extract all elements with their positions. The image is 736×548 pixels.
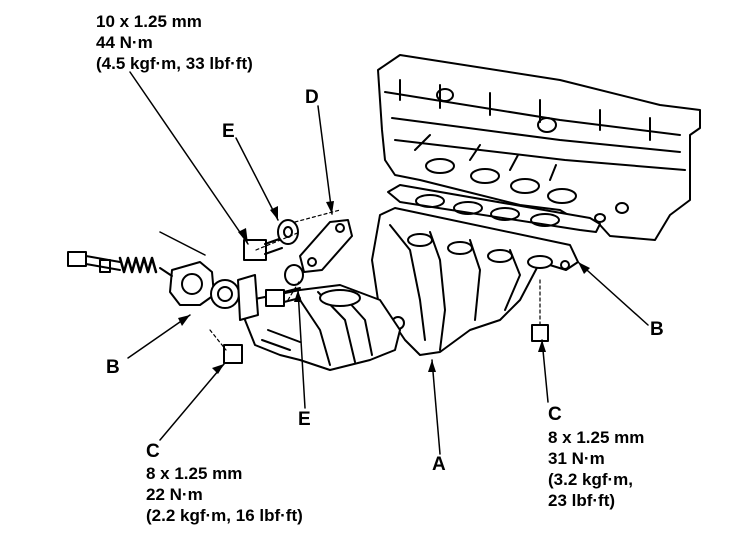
label-b-right: B	[650, 319, 664, 340]
c-right-letter: C	[548, 404, 562, 425]
assembly-lines	[209, 209, 541, 351]
c-right-torque-alt-2: 23 lbf·ft)	[548, 491, 616, 510]
c-left-torque: 22 N·m	[146, 485, 203, 504]
exhaust-flange	[169, 261, 259, 321]
spring-bolt	[67, 251, 173, 277]
label-e-bottom: E	[298, 409, 311, 430]
c-right-torque-alt-1: (3.2 kgf·m,	[548, 470, 634, 489]
label-d: D	[305, 87, 319, 108]
bracket-bolts	[223, 219, 549, 364]
c-right-torque: 31 N·m	[548, 449, 605, 468]
c-left-size: 8 x 1.25 mm	[146, 464, 243, 483]
label-e-top: E	[222, 121, 235, 142]
c-left-letter: C	[146, 441, 160, 462]
top-bolt-size: 10 x 1.25 mm	[96, 12, 202, 31]
cylinder-head	[377, 54, 701, 241]
bracket-d	[299, 219, 353, 273]
c-right-size: 8 x 1.25 mm	[548, 428, 645, 447]
arrowheads	[178, 201, 590, 374]
top-bolt-torque: 44 N·m	[96, 33, 153, 52]
c-left-torque-alt: (2.2 kgf·m, 16 lbf·ft)	[146, 506, 303, 525]
top-bolt-torque-alt: (4.5 kgf·m, 33 lbf·ft)	[96, 54, 253, 73]
label-b-left: B	[106, 357, 120, 378]
manifold-gasket	[387, 184, 601, 233]
label-a: A	[432, 454, 446, 475]
